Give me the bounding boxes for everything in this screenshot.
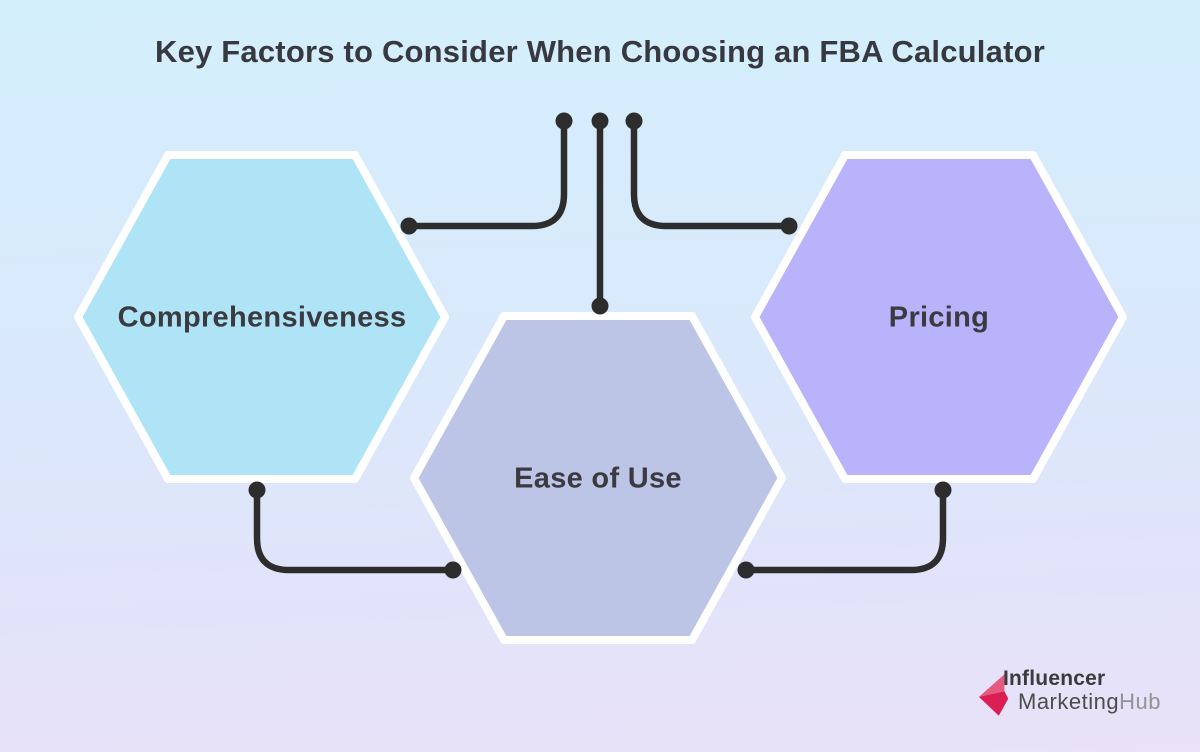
- connector-group: [253, 117, 947, 574]
- connector-dots: [248, 112, 952, 579]
- connector-bottom-right: [742, 486, 947, 574]
- connector-dot: [400, 217, 418, 235]
- connector-dot: [591, 112, 609, 130]
- connector-dot: [737, 561, 755, 579]
- logo-arrow-icon: [978, 674, 1009, 716]
- hexagon-ease-of-use: [410, 312, 786, 644]
- logo-text-hub: Hub: [1119, 689, 1161, 714]
- connector-dot: [625, 112, 643, 130]
- node-label-ease-of-use: Ease of Use: [514, 462, 682, 495]
- node-label-pricing: Pricing: [888, 301, 990, 334]
- connector-top-right: [630, 117, 793, 230]
- hexagon-group: [74, 151, 1127, 644]
- connector-top-left: [405, 117, 568, 230]
- connector-dot: [444, 561, 462, 579]
- connector-dot: [248, 481, 266, 499]
- connector-dot: [780, 217, 798, 235]
- node-label-comprehensiveness: Comprehensiveness: [117, 301, 407, 334]
- logo-arrow-bottom-face: [978, 691, 1009, 716]
- logo-text-marketinghub: MarketingHub: [1018, 689, 1161, 715]
- page-title: Key Factors to Consider When Choosing an…: [155, 34, 1045, 69]
- logo-text-marketing: Marketing: [1018, 689, 1120, 714]
- connector-dot: [555, 112, 573, 130]
- hexagon-comprehensiveness: [74, 151, 449, 483]
- connector-dot: [591, 297, 609, 315]
- connector-bottom-left: [253, 486, 457, 574]
- logo-text-influencer: Influencer: [1003, 667, 1106, 690]
- hexagon-pricing: [751, 151, 1127, 483]
- connector-dot: [934, 481, 952, 499]
- influencer-marketinghub-logo: Influencer MarketingHub: [978, 666, 1193, 724]
